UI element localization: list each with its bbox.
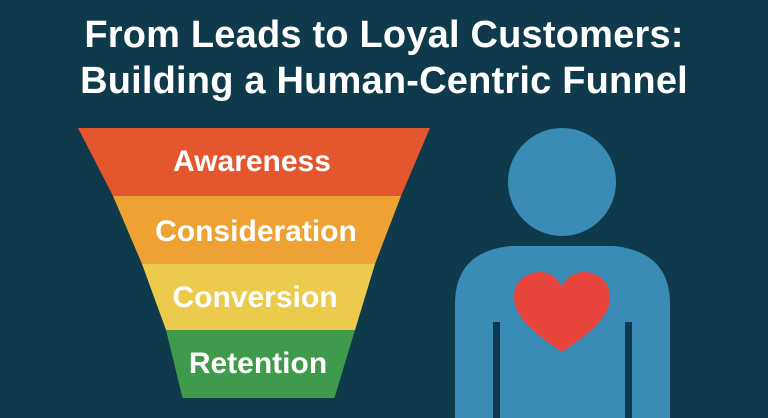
title-line-1: From Leads to Loyal Customers: — [84, 14, 684, 56]
funnel-stage-consideration — [113, 196, 401, 264]
funnel-stage-conversion — [142, 264, 375, 330]
funnel-stage-retention — [166, 330, 355, 398]
stage-label-awareness: Awareness — [173, 145, 331, 178]
stage-label-consideration: Consideration — [155, 215, 357, 248]
funnel-stage-awareness — [78, 128, 430, 196]
page-title: From Leads to Loyal Customers: Building … — [0, 12, 768, 104]
heart-icon — [514, 272, 610, 352]
title-line-2: Building a Human-Centric Funnel — [80, 60, 688, 102]
person-icon — [455, 128, 670, 418]
person-head — [508, 128, 616, 236]
funnel: Awareness Consideration Conversion Reten… — [78, 128, 430, 398]
stage-label-retention: Retention — [189, 347, 327, 380]
stage-label-conversion: Conversion — [172, 281, 337, 314]
